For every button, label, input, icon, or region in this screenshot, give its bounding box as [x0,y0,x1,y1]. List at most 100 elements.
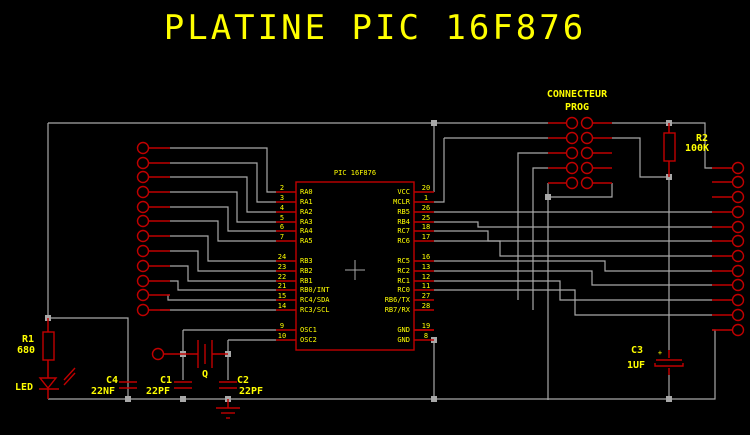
pin-label: RA0 [300,188,313,196]
wire [517,152,548,300]
right-signal-wire [434,221,712,228]
mclr-wire [434,138,445,203]
pin-label: RB0/INT [300,286,330,294]
pin-label: RB6/TX [385,296,411,304]
pin-number: 23 [278,263,286,271]
c3-value: 1UF [627,360,645,371]
ic-name: PIC 16F876 [334,169,376,177]
vcc-wire [612,122,712,169]
right-signal-wire [434,240,712,257]
pin-number: 24 [278,253,286,261]
left-terminal [136,156,150,170]
pin-label: RC6 [397,237,410,245]
left-signal-wire [170,235,276,262]
pin-label: RB4 [397,218,410,226]
pin-number: 6 [280,223,284,231]
led-body [38,377,58,390]
pin-number: 25 [422,214,430,222]
pin-label: RA1 [300,198,313,206]
pin-number: 2 [280,184,284,192]
ic-body [295,181,415,351]
pin-number: 27 [422,292,430,300]
pin-number: 8 [424,332,428,340]
connector-label: CONNECTEUR [547,89,608,100]
left-signal-wire [170,176,276,213]
left-terminal [136,259,150,273]
c2-ref: C2 [237,375,249,386]
junction-node [431,396,437,402]
c1-value: 22PF [146,386,170,397]
left-terminal [136,303,150,317]
wires [45,120,716,402]
right-terminal [731,161,745,175]
r1-value: 680 [17,345,35,356]
pin-label: RB5 [397,208,410,216]
junction-node [125,396,131,402]
pin-label: RA5 [300,237,313,245]
right-terminal [731,249,745,263]
prog-pad [565,176,579,190]
pin-label: RC3/SCL [300,306,330,314]
pin-number: 19 [422,322,430,330]
pin-label: OSC1 [300,326,317,334]
left-terminal [136,214,150,228]
pin-label: OSC2 [300,336,317,344]
pin-label: GND [397,326,410,334]
pin-number: 20 [422,184,430,192]
led-light [63,372,76,386]
left-terminal [136,185,150,199]
r1-body [42,331,55,361]
left-signal-wire [170,191,276,223]
c1-ref: C1 [160,375,172,386]
c3-polarity: + [658,349,662,357]
c2-value: 22PF [239,386,263,397]
pin-number: 15 [278,292,286,300]
right-terminal [731,175,745,189]
prog-pad [580,146,594,160]
right-signal-wire [434,270,712,286]
right-terminal [731,220,745,234]
c3-plate [654,363,684,367]
led-light [63,367,76,381]
pin-label: RA4 [300,227,313,235]
prog-pad [565,131,579,145]
prog-pad [565,146,579,160]
pin-label: RC4/SDA [300,296,330,304]
pin-label: VCC [397,188,410,196]
left-signal-wire [170,147,276,193]
schematic-title: PLATINE PIC 16F876 [163,8,587,48]
led-label: LED [15,382,33,393]
left-terminal [136,200,150,214]
pin-label: RC1 [397,277,410,285]
junction-node [180,396,186,402]
prog-pad [580,116,594,130]
right-terminal [731,278,745,292]
pin-number: 21 [278,282,286,290]
pin-number: 18 [422,223,430,231]
pin-number: 11 [422,282,430,290]
crystal-ref: Q [202,369,208,380]
right-terminal [731,293,745,307]
wire [548,183,613,198]
right-terminal [731,264,745,278]
right-terminal [731,323,745,337]
pin-label: RB3 [300,257,313,265]
prog-pad [565,116,579,130]
c3-ref: C3 [631,345,643,356]
r2-value: 100K [685,143,709,154]
prog-pad [580,161,594,175]
left-terminal [136,274,150,288]
pin-number: 14 [278,302,286,310]
r2-body [663,132,676,162]
pin-label: RC2 [397,267,410,275]
pin-number: 26 [422,204,430,212]
left-terminal [136,288,150,302]
pin-label: RA3 [300,218,313,226]
pin-number: 22 [278,273,286,281]
right-terminal [731,308,745,322]
led-wire [48,317,129,399]
wire [612,137,669,178]
left-terminal [136,229,150,243]
pin-number: 7 [280,233,284,241]
